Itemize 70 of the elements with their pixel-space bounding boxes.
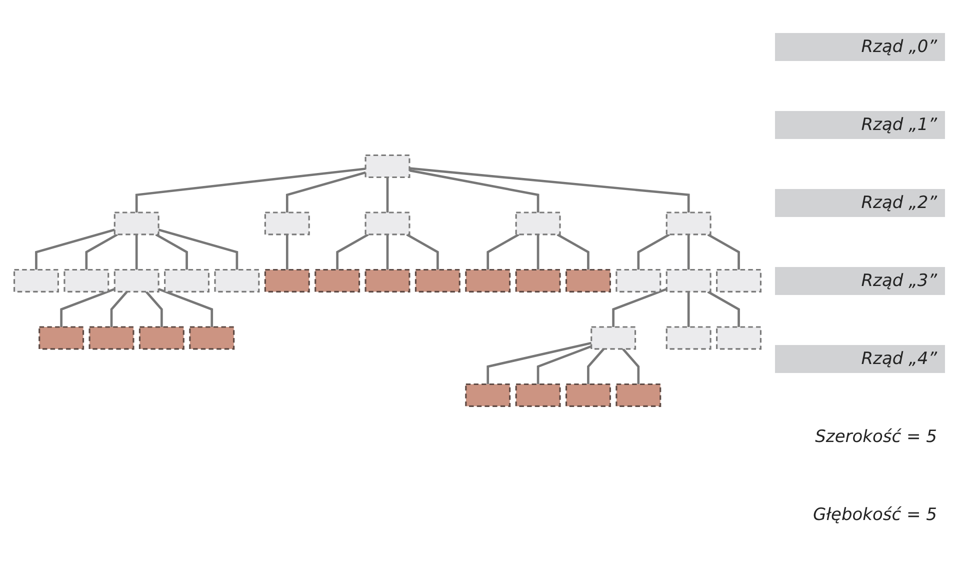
- connector: [612, 288, 668, 328]
- connector: [35, 228, 115, 270]
- node-box: [616, 384, 662, 408]
- connector: [85, 234, 118, 270]
- connector: [286, 234, 288, 270]
- node-box: [364, 154, 410, 178]
- connector: [60, 288, 116, 328]
- node-box: [465, 269, 511, 293]
- node-box: [138, 326, 184, 350]
- annotation-text: Szerokość = 5: [814, 426, 938, 449]
- node-box: [264, 212, 310, 236]
- connector: [687, 292, 690, 328]
- node-box: [414, 269, 460, 293]
- node-box: [515, 384, 561, 408]
- node-box: [164, 269, 210, 293]
- node-box: [364, 212, 410, 236]
- connector: [336, 234, 369, 270]
- connector: [145, 291, 163, 328]
- node-box: [88, 326, 134, 350]
- node-box: [465, 384, 511, 408]
- connector: [556, 234, 590, 270]
- connector: [135, 168, 366, 213]
- connector: [386, 234, 389, 270]
- connector: [536, 345, 592, 384]
- connector: [286, 172, 366, 213]
- connector: [135, 234, 138, 270]
- connector: [386, 178, 389, 213]
- connector: [622, 348, 640, 384]
- node-box: [189, 326, 235, 350]
- connector: [707, 290, 740, 328]
- node-box: [666, 326, 712, 350]
- row-label: Rząd „4”: [775, 345, 945, 373]
- connector: [637, 234, 670, 270]
- node-box: [515, 269, 561, 293]
- node-box: [264, 269, 310, 293]
- node-box: [114, 212, 160, 236]
- row-label: Rząd „3”: [775, 267, 945, 295]
- connector: [409, 170, 540, 213]
- row-label: Rząd „2”: [775, 189, 945, 217]
- node-box: [14, 269, 59, 293]
- connector: [110, 291, 128, 328]
- connector: [486, 234, 520, 270]
- node-box: [214, 269, 260, 293]
- node-box: [565, 384, 611, 408]
- node-box: [565, 269, 611, 293]
- node-box: [590, 326, 636, 350]
- node-box: [716, 326, 762, 350]
- connector: [158, 288, 214, 328]
- row-label: Rząd „0”: [775, 33, 945, 61]
- connector: [158, 228, 238, 270]
- connector: [486, 342, 592, 384]
- node-box: [364, 269, 410, 293]
- node-box: [64, 269, 110, 293]
- node-box: [666, 269, 712, 293]
- row-label: Rząd „1”: [775, 111, 945, 139]
- node-box: [716, 269, 762, 293]
- connector: [406, 234, 439, 270]
- connector: [707, 234, 740, 270]
- node-box: [114, 269, 160, 293]
- connector: [587, 348, 605, 384]
- connector: [409, 167, 690, 213]
- node-box: [616, 269, 662, 293]
- node-box: [666, 212, 712, 236]
- node-box: [515, 212, 561, 236]
- node-box: [314, 269, 360, 293]
- connector: [687, 234, 690, 270]
- annotation-text: Głębokość = 5: [812, 504, 938, 527]
- node-box: [38, 326, 84, 350]
- connector: [155, 234, 188, 270]
- connector: [536, 234, 540, 270]
